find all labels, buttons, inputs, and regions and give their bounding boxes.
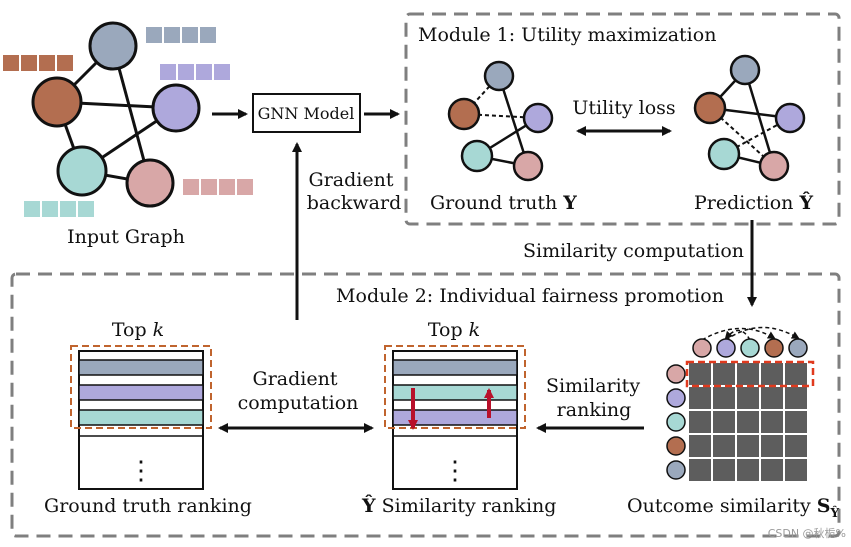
feature-vector-purple (160, 64, 230, 80)
module1-title: Module 1: Utility maximization (418, 24, 716, 46)
feature-vector-pink (183, 179, 253, 195)
matrix-cell (761, 459, 783, 481)
watermark: CSDN @秋栀% (768, 526, 846, 540)
input-graph-label: Input Graph (67, 226, 185, 248)
matrix-cell (713, 387, 735, 409)
matrix-cell (689, 459, 711, 481)
feature-vector-brown (3, 55, 73, 71)
matrix-cell (785, 411, 807, 433)
module1-box (404, 12, 841, 226)
gt-rank-row-teal (78, 409, 204, 426)
matrix-cell (737, 411, 759, 433)
matrix-row-highlight (685, 360, 815, 388)
matrix-cell (689, 435, 711, 457)
matrix-cell (761, 387, 783, 409)
similarity-ranking-table (384, 345, 526, 490)
matrix-cell (737, 387, 759, 409)
gnn-model-label: GNN Model (258, 104, 355, 123)
matrix-cell (713, 411, 735, 433)
gradient-computation-line2: computation (238, 392, 359, 414)
sim-ranking-ellipsis: ⋮ (442, 456, 468, 486)
node-pink (125, 158, 175, 208)
gt-topk-highlight (70, 345, 212, 429)
ground-truth-ranking-label: Ground truth ranking (44, 495, 252, 517)
similarity-computation-label: Similarity computation (523, 240, 744, 262)
gnn-model-box (252, 93, 361, 133)
matrix-cell (761, 411, 783, 433)
matrix-cell (737, 459, 759, 481)
node-brown (31, 76, 83, 128)
prediction-graph (693, 54, 806, 182)
similarity-ranking-label: Ŷ Similarity ranking (361, 494, 556, 517)
gradient-backward-line1: Gradient (309, 169, 394, 191)
matrix-cell (761, 435, 783, 457)
top-k-left-label: Top k (112, 319, 164, 341)
utility-loss-label: Utility loss (572, 97, 675, 119)
matrix-cell (785, 363, 807, 385)
gt-rank-row-purple (78, 384, 204, 401)
matrix-cell (689, 411, 711, 433)
outcome-similarity-matrix (666, 326, 815, 481)
gradient-backward-line2: backward (307, 192, 401, 214)
matrix-cell (737, 435, 759, 457)
matrix-cell (689, 387, 711, 409)
ground-truth-label: Ground truth Y (430, 192, 577, 214)
module2-title: Module 2: Individual fairness promotion (336, 285, 724, 307)
input-graph (3, 21, 253, 217)
module2-box (10, 272, 841, 538)
matrix-cell (761, 363, 783, 385)
node-gray-blue (88, 21, 138, 71)
matrix-cells (689, 363, 807, 481)
prediction-label: Prediction Ŷ (694, 191, 813, 214)
gt-rank-row-gray-blue (78, 359, 204, 376)
node-purple (151, 83, 201, 133)
node-teal (56, 145, 108, 197)
matrix-cell (689, 363, 711, 385)
feature-vector-gray-blue (146, 27, 216, 43)
top-k-mid-label: Top k (428, 319, 480, 341)
ground-truth-graph (447, 60, 554, 182)
sim-rank-row-purple (392, 409, 518, 426)
matrix-cell (713, 435, 735, 457)
sim-rank-row-gray-blue (392, 359, 518, 376)
gradient-computation-line1: Gradient (253, 368, 338, 390)
matrix-cell (785, 459, 807, 481)
sim-topk-highlight (384, 345, 526, 429)
ground-truth-ranking-table (70, 345, 212, 490)
matrix-cell (713, 459, 735, 481)
matrix-cell (785, 435, 807, 457)
similarity-ranking-line1: Similarity (546, 375, 640, 397)
feature-vector-teal (24, 201, 94, 217)
gt-ranking-ellipsis: ⋮ (128, 456, 154, 486)
outcome-similarity-label: Outcome similarity SŶ (627, 495, 839, 520)
matrix-cell (737, 363, 759, 385)
matrix-cell (785, 387, 807, 409)
matrix-cell (713, 363, 735, 385)
similarity-ranking-line2: ranking (557, 399, 632, 421)
